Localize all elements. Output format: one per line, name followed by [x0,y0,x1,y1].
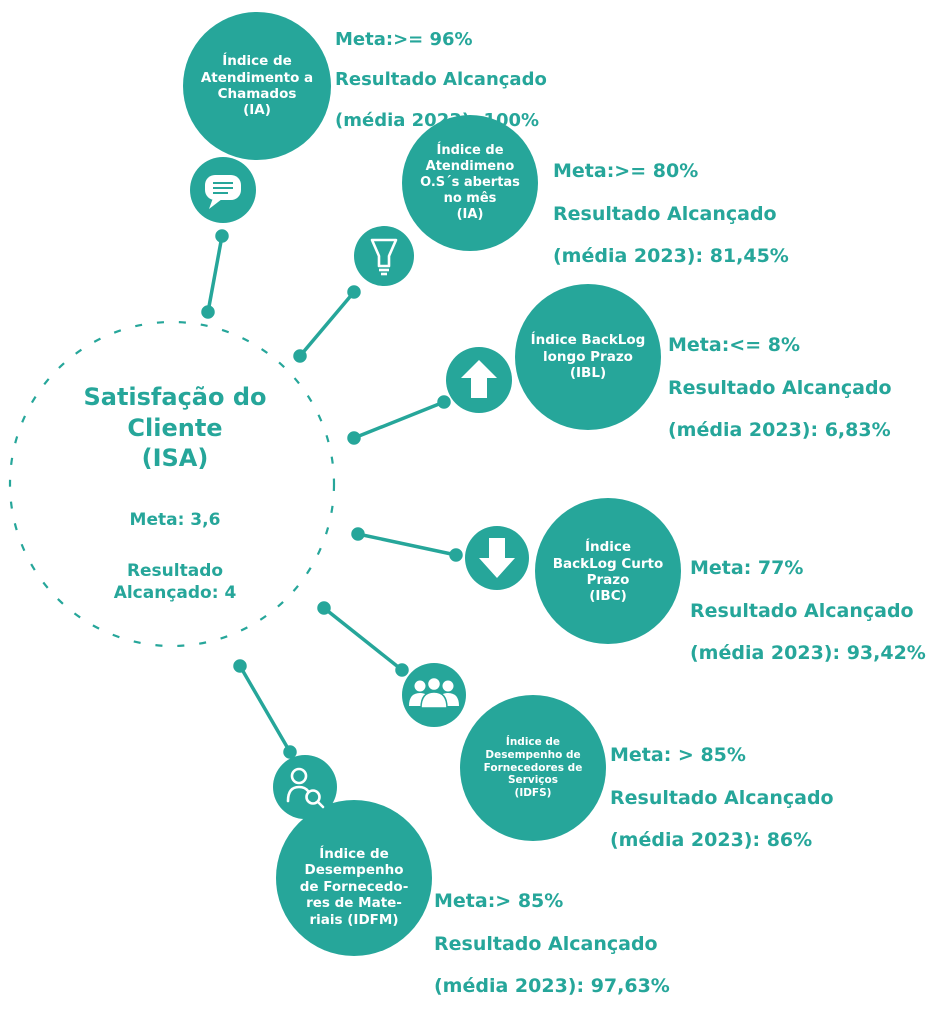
indicator-result-value-ibl: (média 2023): 6,83% [668,419,891,442]
connector-ia-os [298,290,356,358]
indicator-circle-ia [183,12,331,160]
indicator-result-label-ibc: Resultado Alcançado [690,599,914,622]
indicator-result-label-ia-os: Resultado Alcançado [553,202,777,225]
speech-bubble-icon [205,175,241,209]
indicator-meta-ia-os: Meta:>= 80% [553,160,699,183]
indicator-text-idfs: Meta: > 85% Resultado Alcançado (média 2… [610,724,834,873]
indicator-result-label-idfm: Resultado Alcançado [434,932,658,955]
connector-idfs [322,606,404,672]
center-satisfaction-block: Satisfação do Cliente (ISA) Meta: 3,6 Re… [50,382,300,604]
indicator-result-label-ia: Resultado Alcançado [335,69,547,91]
indicator-text-idfm: Meta:> 85% Resultado Alcançado (média 20… [434,870,670,1019]
connector-dot-inner-idfs [317,601,331,615]
indicator-meta-ibc: Meta: 77% [690,557,804,580]
indicator-meta-ibl: Meta:<= 8% [668,334,801,357]
indicator-label-ibl: Índice BackLog longo Prazo (IBL) [530,332,646,382]
diagram-canvas [8,12,681,956]
indicator-result-value-idfs: (média 2023): 86% [610,829,813,852]
indicator-result-label-idfs: Resultado Alcançado [610,786,834,809]
indicator-text-ibl: Meta:<= 8% Resultado Alcançado (média 20… [668,314,892,463]
indicator-text-ia-os: Meta:>= 80% Resultado Alcançado (média 2… [553,140,789,289]
connector-ia [206,235,224,313]
connector-dot-outer-idfm [283,745,297,759]
connector-ibc [357,532,457,557]
center-meta: Meta: 3,6 [129,510,221,531]
indicator-meta-idfs: Meta: > 85% [610,744,746,767]
icon-circle-ia-os [354,226,414,286]
center-dashed-circle [8,320,336,648]
person-search-icon [286,767,325,809]
isa-diagram: Índice de Atendimento a Chamados (IA) Ín… [8,10,926,997]
indicator-meta-ia: Meta:>= 96% [335,29,473,51]
indicator-result-value-ibc: (média 2023): 93,42% [690,642,926,665]
indicator-result-label-ibl: Resultado Alcançado [668,376,892,399]
connector-dot-inner-ia [201,305,215,319]
connector-dot-inner-ibc [351,527,365,541]
lightbulb-icon [370,238,398,276]
indicator-label-idfs: Índice de Desempenho de Fornecedores de … [483,736,583,800]
indicator-circle-idfs [460,695,606,841]
indicator-meta-idfm: Meta:> 85% [434,890,564,913]
connector-dot-inner-ibl [347,431,361,445]
connector-ibl [353,400,445,440]
connector-dot-outer-ibl [437,395,451,409]
center-result: Resultado Alcançado: 4 [113,561,237,604]
indicator-circle-idfm [276,800,432,956]
center-title: Satisfação do Cliente (ISA) [83,383,267,473]
indicator-circle-ibc [535,498,681,644]
indicator-label-idfm: Índice de Desempenho de Fornecedo- res d… [299,845,409,928]
indicator-result-value-ia: (média 2023): 100% [335,109,540,131]
connector-dot-outer-ibc [449,548,463,562]
connector-dot-inner-idfm [233,659,247,673]
arrow-up-icon [461,360,497,398]
connector-dot-outer-idfs [395,663,409,677]
connector-dot-inner-ia-os [293,349,307,363]
connector-dot-outer-ia-os [347,285,361,299]
indicator-label-ia: Índice de Atendimento a Chamados (IA) [200,53,314,119]
connector-idfm [238,665,292,753]
indicator-result-value-idfm: (média 2023): 97,63% [434,975,670,998]
indicator-circles [183,12,681,956]
indicator-text-ibc: Meta: 77% Resultado Alcançado (média 202… [690,537,926,686]
connector-dot-outer-ia [215,229,229,243]
arrow-down-icon [479,538,515,578]
indicator-label-ibc: Índice BackLog Curto Prazo (IBC) [552,539,664,605]
group-people-icon [409,676,459,709]
indicator-label-ia-os: Índice de Atendimeno O.S´s abertas no mê… [420,143,520,222]
indicator-text-ia: Meta:>= 96% Resultado Alcançado (média 2… [335,10,547,151]
indicator-circle-ia-os [402,115,538,251]
indicator-circle-ibl [515,284,661,430]
connectors [201,229,463,759]
indicator-result-value-ia-os: (média 2023): 81,45% [553,245,789,268]
